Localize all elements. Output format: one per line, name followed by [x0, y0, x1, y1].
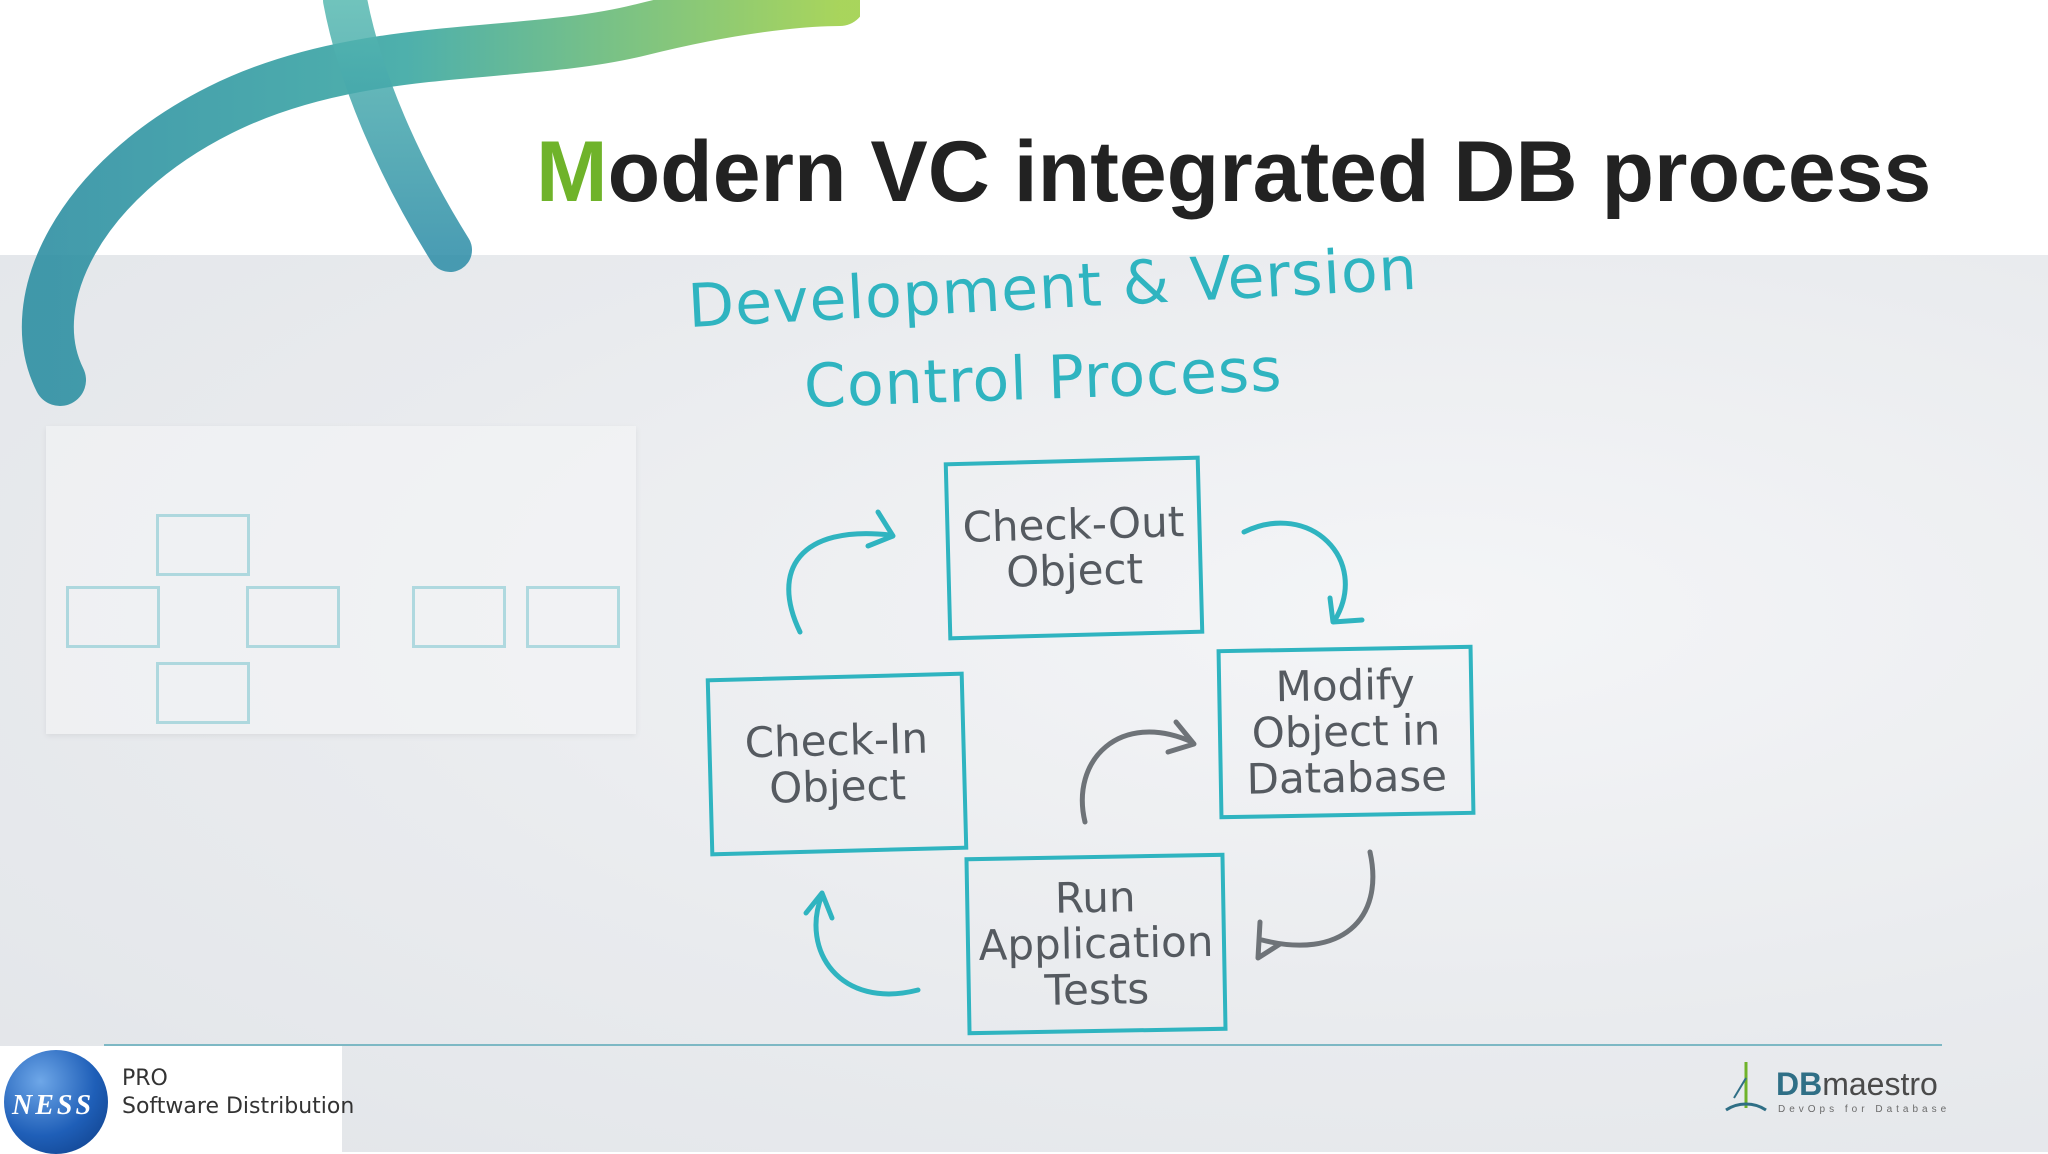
title-text: odern VC integrated DB process [607, 124, 1932, 220]
footer-divider [104, 1044, 1942, 1046]
arrow-to-modify [1241, 520, 1348, 623]
dbmaestro-tagline: DevOps for Database [1778, 1104, 1951, 1115]
slide-title: Modern VC integrated DB process [536, 122, 1931, 222]
thumb-box [66, 586, 160, 648]
dbmaestro-figure-icon [1725, 1062, 1767, 1112]
ness-logo-text: NESS [12, 1090, 95, 1121]
arrow-to-run [1259, 849, 1376, 948]
arrow-head [803, 890, 835, 921]
thumb-box [156, 514, 250, 576]
arrow-head [1255, 919, 1283, 961]
decorative-ribbon [21, 0, 860, 406]
ness-logo: NESS PRO Software Distribution [0, 1046, 354, 1154]
arrow-to-check-in [813, 892, 921, 997]
dbmaestro-logo: DBmaestro DevOps for Database [1720, 1058, 1950, 1118]
arrow-to-check-out [786, 531, 893, 635]
dbmaestro-db: DB [1776, 1066, 1823, 1102]
thumb-box [412, 586, 506, 648]
thumb-box [526, 586, 620, 648]
arrow-head [1165, 719, 1197, 755]
arrow-head [1327, 595, 1365, 625]
title-accent-letter: M [536, 124, 608, 220]
dbmaestro-maestro: maestro [1822, 1066, 1938, 1102]
thumb-box [156, 662, 250, 724]
ness-globe-icon [4, 1050, 108, 1154]
arrow-inner-loop [1079, 729, 1195, 825]
dbmaestro-wordmark: DBmaestro [1776, 1066, 1938, 1103]
faded-process-thumbnail [46, 426, 636, 734]
ness-pro-label: PRO [122, 1066, 168, 1091]
arrow-head [865, 509, 896, 549]
thumb-box [246, 586, 340, 648]
ness-distribution-label: Software Distribution [122, 1094, 355, 1119]
